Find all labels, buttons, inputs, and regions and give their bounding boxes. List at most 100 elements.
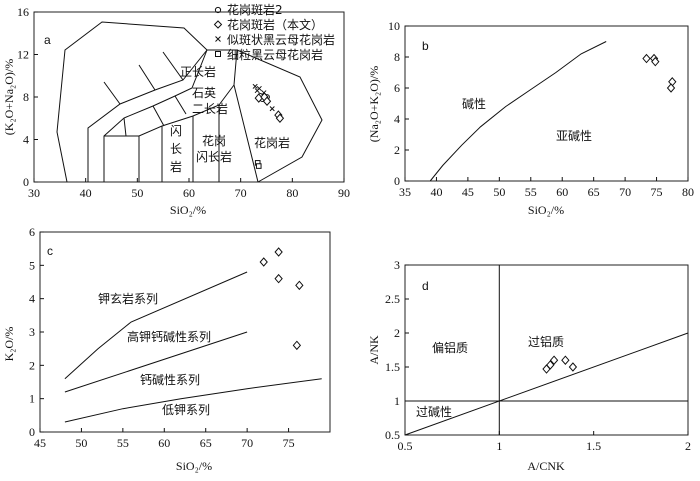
field-label: 岩 — [170, 159, 182, 174]
y-tick-label: 0 — [394, 174, 400, 188]
x-tick-label: 40 — [80, 186, 92, 200]
x-tick-label: 0.5 — [398, 439, 413, 453]
data-point-diamond — [561, 355, 570, 365]
panel-d-field-boundaries — [404, 265, 689, 436]
x-tick-label: 70 — [235, 186, 247, 200]
y-tick-label: 4 — [394, 112, 400, 126]
x-tick-label: 40 — [430, 185, 442, 199]
data-point-diamond — [651, 56, 660, 67]
panel-b-frame — [404, 25, 689, 182]
field-label: 碱性 — [462, 97, 486, 111]
x-tick-label: 65 — [200, 436, 212, 450]
x-axis-label: SiO₂/% — [170, 203, 206, 217]
field-label: 钙碱性系列 — [140, 373, 200, 387]
panel-d-y-ticks: 0.511.522.53 — [385, 258, 409, 442]
boundary-line — [64, 271, 248, 380]
field-label: 偏铝质 — [432, 340, 468, 355]
x-tick-label: 30 — [28, 186, 40, 200]
panel-a-legend: 花岗斑岩2 花岗斑岩（本文） 似斑状黑云母花岗岩 细粒黑云母花岗岩 — [213, 2, 335, 62]
panel-b-label: b — [422, 39, 429, 53]
y-tick-label: 12 — [17, 48, 29, 62]
x-tick-label: 55 — [117, 436, 129, 450]
data-point-diamond — [259, 257, 268, 267]
x-tick-label: 60 — [183, 186, 195, 200]
y-tick-label: 8 — [394, 50, 400, 64]
x-tick-label: 35 — [399, 185, 411, 199]
boundary-line — [64, 331, 248, 393]
field-label: 二长岩 — [192, 101, 228, 116]
y-tick-label: 2.5 — [385, 292, 400, 306]
x-tick-label: 45 — [462, 185, 474, 199]
x-tick-label: 75 — [651, 185, 663, 199]
x-tick-label: 50 — [131, 186, 143, 200]
panel-a-label: a — [44, 33, 51, 47]
legend-marker-circle — [214, 6, 222, 14]
x-tick-label: 1 — [496, 439, 502, 453]
x-tick-label: 60 — [158, 436, 170, 450]
data-point-diamond — [274, 273, 283, 284]
data-point-diamond — [568, 362, 578, 372]
field-label: 闪长岩 — [196, 149, 232, 164]
field-label: 长 — [170, 142, 182, 156]
x-tick-label: 45 — [34, 436, 46, 450]
x-tick-label: 80 — [286, 186, 298, 200]
data-point-cross — [256, 85, 262, 92]
field-label: 高钾钙碱性系列 — [127, 329, 211, 344]
panel-c-series-boundaries — [64, 271, 322, 423]
x-tick-label: 70 — [619, 185, 631, 199]
x-tick-label: 75 — [283, 436, 295, 450]
x-tick-label: 65 — [588, 185, 600, 199]
y-tick-label: 1 — [394, 394, 400, 408]
data-point-cross — [261, 90, 267, 96]
data-point-diamond — [549, 355, 559, 365]
data-point-diamond — [295, 280, 304, 291]
field-label: 过碱性 — [416, 405, 452, 419]
data-point-diamond — [275, 113, 285, 124]
x-tick-label: 70 — [241, 436, 253, 450]
x-axis-label: SiO₂/% — [176, 459, 212, 473]
x-tick-label: 60 — [556, 185, 568, 199]
legend-marker-square — [215, 51, 221, 57]
data-point-cross — [252, 83, 258, 89]
legend-item: 花岗斑岩（本文） — [227, 17, 323, 32]
y-tick-label: 3 — [394, 258, 400, 272]
field-label: 过铝质 — [528, 334, 564, 349]
x-tick-label: 80 — [682, 185, 694, 199]
data-point-cross — [269, 106, 275, 112]
boundary-line — [429, 41, 607, 182]
panel-d-points — [542, 355, 578, 374]
data-point-diamond — [546, 360, 555, 370]
panel-c-label: c — [47, 244, 53, 258]
legend-marker-diamond — [213, 20, 223, 29]
panel-a-field-labels: 正长岩 石英 二长岩 闪 长 岩 花岗 闪长岩 花岗岩 — [170, 64, 290, 174]
panel-c-points — [259, 247, 304, 351]
data-point-diamond — [666, 83, 676, 93]
data-point-diamond — [262, 96, 272, 107]
y-tick-label: 6 — [394, 81, 400, 95]
field-label: 正长岩 — [180, 64, 216, 79]
y-tick-label: 3 — [29, 325, 35, 339]
y-tick-label: 0 — [29, 425, 35, 439]
boundary-line — [404, 332, 689, 436]
y-tick-label: 2 — [29, 358, 35, 372]
x-tick-label: 50 — [75, 436, 87, 450]
y-tick-label: 1.5 — [385, 360, 400, 374]
field-label: 花岗岩 — [254, 135, 290, 150]
x-tick-label: 50 — [493, 185, 505, 199]
y-tick-label: 6 — [29, 225, 35, 239]
data-point-diamond — [292, 340, 302, 351]
y-tick-label: 4 — [29, 292, 35, 306]
y-tick-label: 8 — [23, 90, 29, 104]
y-axis-label: A/NK — [367, 335, 381, 365]
x-axis-label: SiO₂/% — [528, 203, 564, 217]
x-tick-label: 55 — [525, 185, 537, 199]
panel-a: a 正长岩 石英 二长岩 闪 长 岩 花岗 闪长岩 花岗岩 花岗斑岩2 花岗斑岩… — [2, 2, 350, 217]
data-point-diamond — [642, 53, 651, 64]
field-label: 低钾系列 — [162, 403, 210, 417]
y-tick-label: 4 — [23, 133, 29, 147]
panel-b-points — [642, 53, 677, 93]
panel-d-label: d — [422, 279, 429, 293]
